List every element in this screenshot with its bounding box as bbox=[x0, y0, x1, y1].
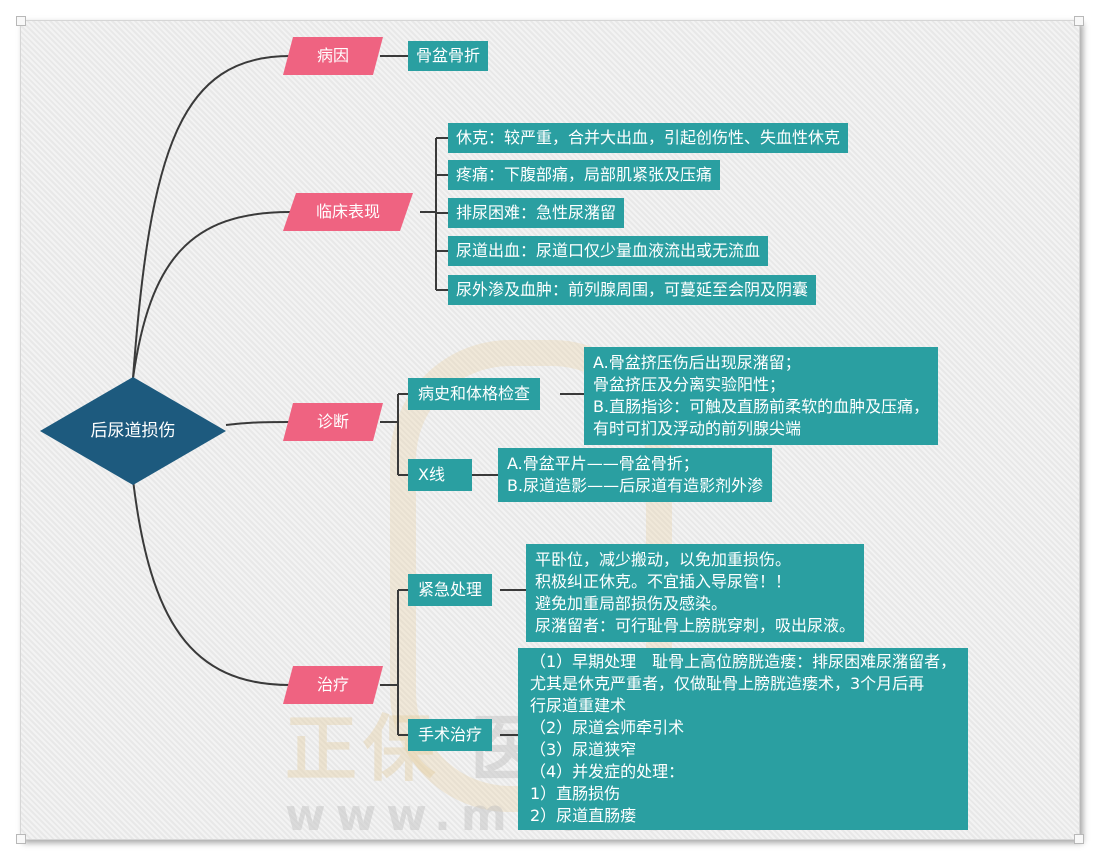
detail-line: 骨盆挤压及分离实验阳性； bbox=[593, 375, 786, 394]
clinical-item: 排尿困难：急性尿潴留 bbox=[448, 198, 625, 228]
diagnosis-xray-detail: A.骨盆平片——骨盆骨折； B.尿道造影——后尿道有造影剂外渗 bbox=[498, 448, 773, 502]
detail-line: 平卧位，减少搬动，以免加重损伤。 bbox=[535, 550, 792, 569]
treatment-emergency-detail: 平卧位，减少搬动，以免加重损伤。 积极纠正休克。不宜插入导尿管！！ 避免加重局部… bbox=[526, 544, 865, 642]
category-clinical: 临床表现 bbox=[283, 193, 413, 231]
detail-line: B.直肠指诊：可触及直肠前柔软的血肿及压痛， bbox=[593, 397, 930, 416]
category-diagnosis: 诊断 bbox=[283, 403, 383, 441]
connector-root-diagnosis bbox=[225, 421, 291, 426]
clinical-item: 尿道出血：尿道口仅少量血液流出或无流血 bbox=[448, 236, 769, 266]
treatment-surgery-detail: （1）早期处理 耻骨上高位膀胱造瘘：排尿困难尿潴留者， 尤其是休克严重者，仅做耻… bbox=[518, 648, 969, 830]
detail-line: （1）早期处理 耻骨上高位膀胱造瘘：排尿困难尿潴留者， bbox=[530, 652, 957, 671]
connector-root-cause bbox=[132, 55, 291, 379]
detail-line: 1）直肠损伤 bbox=[530, 784, 621, 803]
clinical-item: 疼痛：下腹部痛，局部肌紧张及压痛 bbox=[448, 160, 721, 190]
detail-line: 尿潴留者：可行耻骨上膀胱穿刺，吸出尿液。 bbox=[535, 616, 856, 635]
connector-clinical-bracket bbox=[420, 137, 448, 291]
diagnosis-xray-label: X线 bbox=[408, 459, 472, 491]
connector-root-clinical bbox=[132, 211, 291, 379]
detail-line: 避免加重局部损伤及感染。 bbox=[535, 594, 728, 613]
connector-root-treatment bbox=[132, 479, 291, 686]
category-treatment: 治疗 bbox=[283, 666, 383, 704]
detail-line: 尤其是休克严重者，仅做耻骨上膀胱造瘘术，3个月后再 bbox=[530, 674, 925, 693]
detail-line: 有时可扪及浮动的前列腺尖端 bbox=[593, 419, 802, 438]
root-diamond-shape bbox=[40, 377, 226, 485]
frame-corner bbox=[16, 16, 26, 26]
treatment-emergency-label: 紧急处理 bbox=[408, 574, 493, 606]
diagnosis-history-label: 病史和体格检查 bbox=[408, 378, 541, 410]
frame-corner bbox=[1074, 16, 1084, 26]
cause-item: 骨盆骨折 bbox=[408, 41, 489, 71]
connector-treatment-bracket bbox=[380, 589, 408, 736]
detail-line: A.骨盆挤压伤后出现尿潴留； bbox=[593, 353, 801, 372]
detail-line: （2）尿道会师牵引术 bbox=[530, 718, 685, 737]
category-cause: 病因 bbox=[283, 37, 383, 75]
detail-line: 积极纠正休克。不宜插入导尿管！！ bbox=[535, 572, 792, 591]
root-label: 后尿道损伤 bbox=[90, 421, 176, 441]
detail-line: B.尿道造影——后尿道有造影剂外渗 bbox=[507, 476, 764, 495]
detail-line: A.骨盆平片——骨盆骨折； bbox=[507, 454, 699, 473]
clinical-item: 休克：较严重，合并大出血，引起创伤性、失血性休克 bbox=[448, 123, 849, 153]
detail-line: （4）并发症的处理： bbox=[530, 762, 685, 781]
detail-line: 行尿道重建术 bbox=[530, 696, 627, 715]
root-node: 后尿道损伤 bbox=[40, 377, 226, 485]
detail-line: （3）尿道狭窄 bbox=[530, 740, 637, 759]
treatment-surgery-label: 手术治疗 bbox=[408, 719, 493, 751]
connector-diagnosis-bracket bbox=[380, 393, 408, 476]
frame-corner bbox=[16, 834, 26, 844]
frame-corner bbox=[1074, 834, 1084, 844]
clinical-item: 尿外渗及血肿：前列腺周围，可蔓延至会阴及阴囊 bbox=[448, 275, 817, 305]
detail-line: 2）尿道直肠瘘 bbox=[530, 806, 637, 825]
diagnosis-history-detail: A.骨盆挤压伤后出现尿潴留； 骨盆挤压及分离实验阳性； B.直肠指诊：可触及直肠… bbox=[584, 347, 939, 445]
